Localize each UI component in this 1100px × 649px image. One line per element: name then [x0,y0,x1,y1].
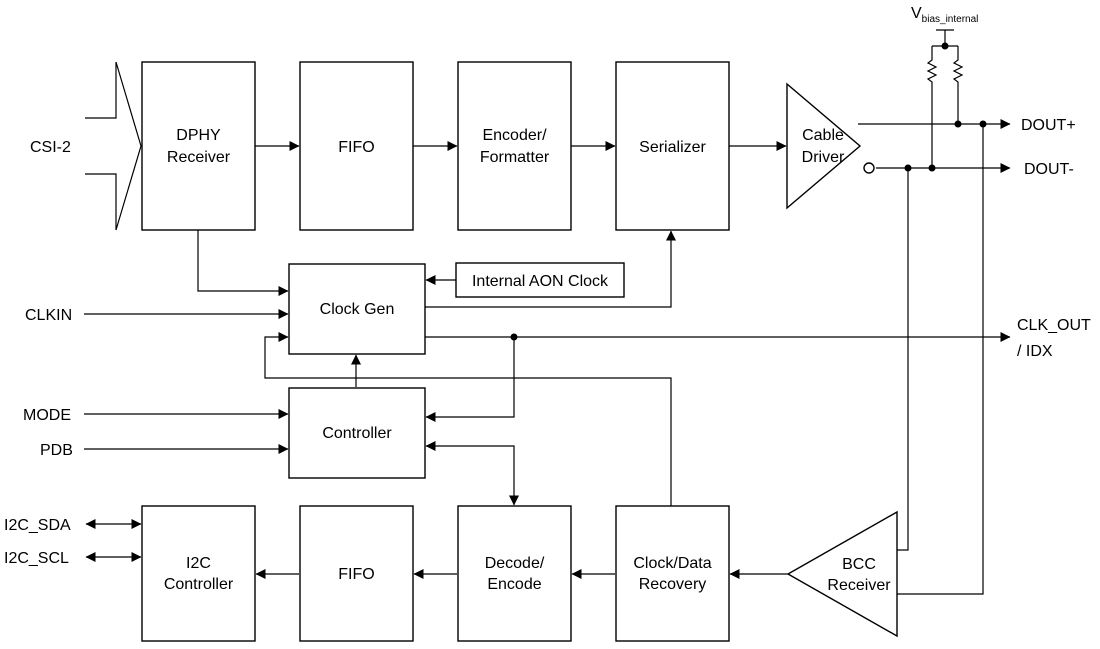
junction-dout-plus-a [954,120,962,128]
port-csi2: CSI-2 [30,139,71,156]
junction-dout-minus-a [904,164,912,172]
block-decode-encode: Decode/ Encode [457,505,572,642]
port-dout-plus: DOUT+ [1021,117,1076,134]
wire-cdr-clockgen [264,332,672,506]
csi2-bus-arrow [85,61,142,231]
resistor-dout-minus [926,46,938,168]
junction-dout-minus-b [928,164,936,172]
block-dphy-receiver: DPHY Receiver [141,61,256,231]
block-fifo-rx: FIFO [299,505,414,642]
cable-driver-label-2: Driver [802,149,845,166]
junction-dots [510,42,987,341]
junction-clk-out [510,333,518,341]
port-clkin: CLKIN [25,307,72,324]
port-i2c-sda: I2C_SDA [4,517,71,534]
port-pdb: PDB [40,442,73,459]
decode-label-1: Decode/ [485,555,545,572]
cdr-label-2: Recovery [639,576,707,593]
port-dout-minus: DOUT- [1024,161,1074,178]
fifo-rx-label: FIFO [338,566,374,583]
clock-gen-label: Clock Gen [320,301,395,318]
encoder-label-2: Formatter [480,149,550,166]
vbias-subscript: bias_internal [922,14,979,25]
dphy-label-1: DPHY [176,127,221,144]
bcc-label-1: BCC [842,556,876,573]
block-internal-aon-clock: Internal AON Clock [455,262,625,298]
port-i2c-scl: I2C_SCL [4,550,69,567]
dphy-label-2: Receiver [167,149,231,166]
junction-dout-plus-b [979,120,987,128]
block-i2c-controller: I2C Controller [141,505,256,642]
wire-doutplus-bcc [890,124,984,595]
encoder-label-1: Encoder/ [482,127,547,144]
resistor-dout-plus [952,46,964,124]
port-mode: MODE [23,407,71,424]
block-bcc-receiver: BCC Receiver [786,510,898,638]
port-labels: CSI-2 CLKIN MODE PDB I2C_SDA I2C_SCL DOU… [4,5,1091,567]
vbias-label: Vbias_internal [911,5,978,25]
wire-dphy-clockgen [197,230,289,296]
i2c-label-1: I2C [186,555,211,572]
controller-label: Controller [322,425,392,442]
block-cable-driver: Cable Driver [786,82,875,210]
block-encoder-formatter: Encoder/ Formatter [457,61,572,231]
port-clk-out-1: CLK_OUT [1017,317,1091,334]
wire-doutminus-bcc [892,168,909,551]
wire-clkout-controller [425,337,515,422]
block-clock-gen: Clock Gen [288,263,426,355]
bcc-label-2: Receiver [827,577,891,594]
cdr-label-1: Clock/Data [633,555,711,572]
fifo-tx-label: FIFO [338,139,374,156]
block-fifo-tx: FIFO [299,61,414,231]
block-controller: Controller [288,387,426,479]
cable-driver-label-1: Cable [802,127,844,144]
wire-controller-decode [425,441,519,506]
vbias-main: V [911,5,922,22]
junction-vbias [941,42,949,50]
serializer-label: Serializer [639,139,706,156]
decode-label-2: Encode [487,576,541,593]
port-clk-out-2: / IDX [1017,343,1053,360]
block-clock-data-recovery: Clock/Data Recovery [615,505,730,642]
wire-clockgen-serializer [425,230,676,308]
inverting-bubble [863,162,875,174]
block-serializer: Serializer [615,61,730,231]
aon-clock-label: Internal AON Clock [472,273,609,290]
i2c-label-2: Controller [164,576,234,593]
